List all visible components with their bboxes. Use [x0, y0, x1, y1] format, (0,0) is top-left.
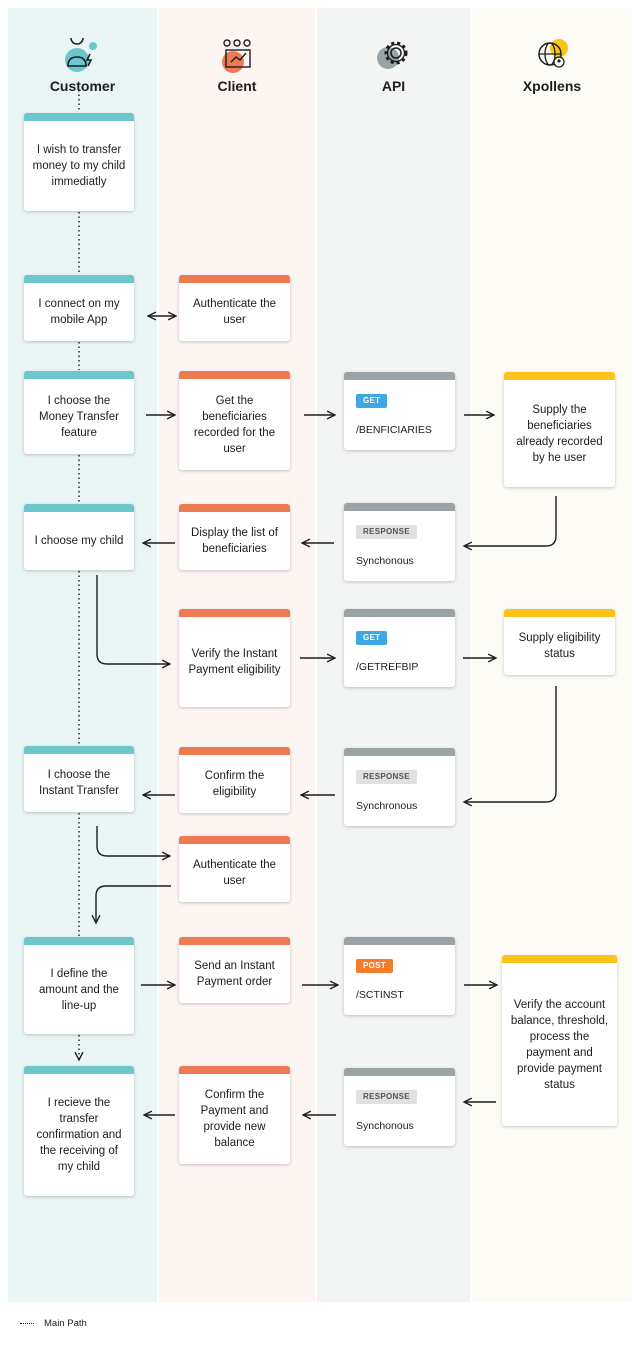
customer-step-choose-instant: I choose the Instant Transfer: [24, 746, 134, 812]
customer-step-choose-child: I choose my child: [24, 504, 134, 570]
arrow-eligibility-response: [464, 686, 557, 802]
http-method-badge: GET: [356, 631, 388, 645]
xpollens-step-supply-beneficiaries: Supply the beneficiaries already recorde…: [504, 372, 615, 487]
api-endpoint: Synchonous: [356, 1120, 414, 1132]
lane-title-customer: Customer: [49, 78, 116, 94]
client-step-get-beneficiaries: Get the beneficiaries recorded for the u…: [179, 371, 290, 470]
arrow-auth-define: [96, 885, 171, 923]
customer-icon: [8, 31, 157, 79]
api-endpoint: /GETREFBIP: [356, 661, 419, 673]
api-step-post-sctinst: POST /SCTINST: [344, 937, 455, 1015]
http-method-badge: RESPONSE: [356, 525, 417, 539]
customer-step-connect: I connect on my mobile App: [24, 275, 134, 341]
legend-main-path-symbol: [20, 1323, 34, 1324]
client-step-send-instant: Send an Instant Payment order: [179, 937, 290, 1003]
api-step-response-3: RESPONSE Synchonous: [344, 1068, 455, 1146]
client-step-confirm-payment: Confirm the Payment and provide new bala…: [179, 1066, 290, 1164]
api-endpoint: Synchronous: [356, 800, 418, 812]
legend: Main Path: [20, 1318, 87, 1329]
api-step-response-1: RESPONSE Synchonous: [344, 503, 455, 581]
arrow-xpollens-response: [464, 496, 557, 546]
arrow-instant-auth: [96, 826, 170, 856]
http-method-badge: POST: [356, 959, 393, 973]
api-endpoint: Synchonous: [356, 555, 414, 567]
client-step-authenticate: Authenticate the user: [179, 275, 290, 341]
http-method-badge: GET: [356, 394, 388, 408]
customer-step-receive-confirmation: I recieve the transfer confirmation and …: [24, 1066, 134, 1196]
api-gear-icon: [317, 38, 470, 79]
client-step-confirm-eligibility: Confirm the eligibility: [179, 747, 290, 813]
xpollens-step-supply-eligibility: Supply eligibility status: [504, 609, 615, 675]
lane-title-client: Client: [217, 78, 257, 94]
xpollens-step-verify-balance: Verify the account balance, threshold, p…: [502, 955, 617, 1126]
xpollens-globe-icon: [472, 38, 632, 79]
client-step-authenticate-2: Authenticate the user: [179, 836, 290, 902]
client-icon: [159, 38, 315, 79]
customer-step-wish: I wish to transfer money to my child imm…: [24, 113, 134, 211]
customer-step-choose-feature: I choose the Money Transfer feature: [24, 371, 134, 454]
http-method-badge: RESPONSE: [356, 1090, 417, 1104]
lane-title-xpollens: Xpollens: [522, 78, 582, 94]
api-step-get-beneficiaries: GET /BENFICIARIES: [344, 372, 455, 450]
api-endpoint: /SCTINST: [356, 989, 404, 1001]
api-step-get-refbip: GET /GETREFBIP: [344, 609, 455, 687]
client-step-display-list: Display the list of beneficiaries: [179, 504, 290, 570]
api-endpoint: /BENFICIARIES: [356, 424, 432, 436]
lane-title-api: API: [381, 78, 406, 94]
client-step-verify-eligibility: Verify the Instant Payment eligibility: [179, 609, 290, 707]
customer-step-define-amount: I define the amount and the line-up: [24, 937, 134, 1034]
arrow-child-verify: [96, 575, 170, 664]
legend-main-path-label: Main Path: [44, 1318, 87, 1329]
api-step-response-2: RESPONSE Synchronous: [344, 748, 455, 826]
http-method-badge: RESPONSE: [356, 770, 417, 784]
